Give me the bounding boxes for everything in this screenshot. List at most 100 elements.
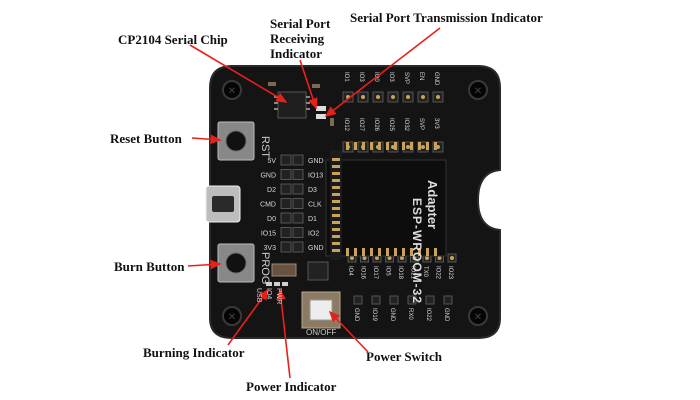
socket-bottom-pin bbox=[394, 248, 397, 256]
led-labels-3: PWR bbox=[275, 288, 282, 304]
top-outer-pin-hole bbox=[391, 95, 395, 99]
top-inner-pin-hole bbox=[406, 145, 410, 149]
mid-left-pin-label: IO15 bbox=[261, 231, 276, 238]
top-inner-pin-label: IO12 bbox=[343, 118, 349, 132]
socket-top-pin bbox=[426, 142, 429, 150]
mid-right-pin-label: IO2 bbox=[308, 231, 319, 238]
reset-button-switch: RST bbox=[217, 121, 271, 161]
socket-side-pin bbox=[332, 193, 340, 196]
mid-right-pin-label: IO13 bbox=[308, 173, 323, 180]
mid-right-pin-label: D1 bbox=[308, 216, 317, 223]
bottom-inner-pin-label: IO23 bbox=[447, 266, 453, 280]
socket-side-pin bbox=[332, 186, 340, 189]
led-label-pwr: PWR bbox=[275, 288, 282, 305]
bottom-outer-pin-label: GND bbox=[443, 308, 449, 322]
mid-left-pin-label: GND bbox=[260, 173, 276, 180]
mid-right-pin bbox=[292, 169, 304, 180]
socket-pins bbox=[332, 142, 437, 256]
callout-power-switch: Power Switch bbox=[366, 349, 442, 364]
bottom-outer-pin-label: GND bbox=[353, 308, 359, 322]
reset-arrow bbox=[191, 134, 222, 145]
bottom-inner-pin-hole bbox=[437, 256, 442, 260]
socket-top-pin bbox=[346, 142, 349, 150]
socket-top-pin bbox=[418, 142, 421, 150]
socket-side-pin bbox=[332, 200, 340, 203]
mid-right-pin bbox=[292, 183, 304, 195]
burn-arrow bbox=[187, 259, 222, 270]
burning-arrow bbox=[227, 288, 269, 346]
mid-left-pin-label: D0 bbox=[267, 216, 276, 223]
mounting-holes: ✕ ✕ ✕ ✕ bbox=[222, 80, 488, 326]
mid-right-pin-label: GND bbox=[308, 158, 324, 165]
callout-rx-line2: Receiving bbox=[270, 31, 325, 46]
mid-right-pin bbox=[292, 212, 304, 224]
socket-bottom-pin bbox=[418, 248, 421, 256]
socket-top-pin bbox=[362, 142, 365, 150]
callout-rx-indicator: Serial Port Receiving Indicator bbox=[270, 16, 360, 61]
bottom-outer-pin bbox=[371, 295, 381, 305]
socket-top-pin bbox=[410, 142, 413, 150]
callout-reset: Reset Button bbox=[110, 131, 182, 146]
socket-bottom-pin bbox=[378, 248, 381, 256]
bottom-outer-pin-label: RX0 bbox=[407, 308, 413, 320]
callout-burn: Burn Button bbox=[114, 259, 185, 274]
socket-side-pin bbox=[332, 242, 340, 245]
top-inner-pin-hole bbox=[421, 145, 425, 149]
top-outer-pin-label: IO3 bbox=[388, 72, 394, 82]
bottom-inner-pin-hole bbox=[350, 256, 354, 260]
bottom-inner-pin-label: IO5 bbox=[385, 266, 391, 276]
bottom-outer-pin bbox=[407, 295, 417, 305]
bottom-inner-pin-hole bbox=[362, 256, 367, 260]
top-outer-pin-label: IO3 bbox=[358, 72, 364, 82]
bottom-inner-pin-label: IO21 bbox=[410, 266, 416, 280]
top-outer-pin-label: SVP bbox=[403, 72, 409, 84]
svg-text:RST: RST bbox=[259, 136, 271, 158]
mid-left-pin-label: CMD bbox=[260, 202, 276, 209]
socket-side-pin bbox=[332, 214, 340, 217]
led-labels-2: IO4 bbox=[265, 288, 272, 299]
top-inner-pin-label: IO32 bbox=[403, 118, 409, 132]
mid-right-pin-label: CLK bbox=[308, 202, 322, 209]
mid-left-pin bbox=[280, 154, 292, 166]
socket-bottom-pin bbox=[362, 248, 365, 256]
socket-bottom-pin bbox=[434, 248, 437, 256]
cp2104-chip bbox=[274, 91, 310, 119]
mid-left-pin bbox=[280, 212, 292, 224]
bottom-inner-pin-label: TX0 bbox=[422, 266, 428, 278]
socket-side-pin bbox=[332, 179, 340, 182]
mid-left-pin-label: D2 bbox=[267, 187, 276, 194]
callout-rx-line1: Serial Port bbox=[270, 16, 331, 31]
socket-bottom-pin bbox=[354, 248, 357, 256]
bottom-inner-pin-hole bbox=[375, 256, 379, 260]
callout-rx-line3: Indicator bbox=[270, 46, 322, 61]
board-title-module: ESP-WROOM-32 bbox=[410, 198, 424, 305]
top-inner-pin-label: SVP bbox=[418, 118, 424, 130]
bottom-outer-pin bbox=[353, 295, 363, 305]
micro-usb-port bbox=[205, 185, 241, 223]
socket-side-pin bbox=[332, 158, 340, 161]
mid-right-pin-label: GND bbox=[308, 245, 324, 252]
capacitor bbox=[271, 263, 297, 277]
socket-top-pin bbox=[378, 142, 381, 150]
board-title-adapter: Adapter bbox=[425, 180, 440, 230]
rx-arrow bbox=[299, 59, 318, 110]
socket-bottom-pin bbox=[410, 248, 413, 256]
bottom-outer-pin-label: GND bbox=[389, 308, 395, 322]
top-outer-pin-hole bbox=[421, 95, 425, 99]
bottom-inner-pin-label: IO22 bbox=[435, 266, 441, 280]
top-outer-pin-label: IO1 bbox=[343, 72, 349, 82]
led-label-usb: USB bbox=[255, 288, 262, 303]
led-labels: USB bbox=[255, 288, 262, 302]
bottom-outer-pin-label: IO19 bbox=[371, 308, 377, 322]
socket-side-pin bbox=[332, 207, 340, 210]
socket-top-pin bbox=[394, 142, 397, 150]
mid-right-pin-label: D3 bbox=[308, 187, 317, 194]
socket-side-pin bbox=[332, 165, 340, 168]
top-inner-pin-label: IO25 bbox=[388, 118, 394, 132]
top-outer-pin-hole bbox=[361, 95, 365, 99]
led-cluster bbox=[266, 282, 288, 286]
onoff-label: ON/OFF bbox=[306, 328, 337, 337]
